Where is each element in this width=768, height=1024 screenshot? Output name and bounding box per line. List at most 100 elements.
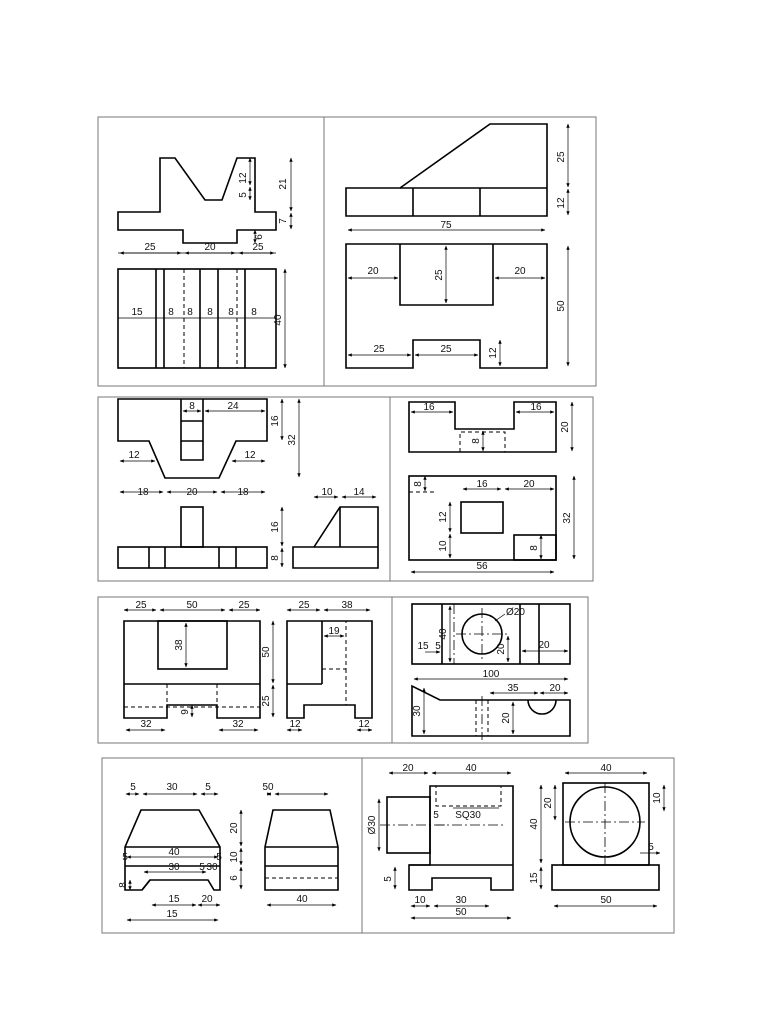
dimension-label: 20 <box>204 242 216 253</box>
dimension-label: 5 <box>238 192 249 198</box>
dimension-label: 21 <box>278 178 289 190</box>
dimension-label: 50 <box>262 782 274 793</box>
dimension-label: 50 <box>261 646 272 658</box>
dimension-label: 25 <box>252 242 264 253</box>
dimension-label: 20 <box>543 797 554 809</box>
dimension-label: 100 <box>483 669 500 680</box>
dimension-label: 12 <box>238 172 249 184</box>
dimension-label: 10 <box>414 895 426 906</box>
dimension-label: 50 <box>186 600 198 611</box>
dimension-label: 10 <box>321 487 333 498</box>
dimension-label: 8 <box>228 307 234 318</box>
dimension-label: 5 <box>383 876 394 882</box>
dimension-label: 40 <box>168 847 180 858</box>
dimension-label: 12 <box>289 719 301 730</box>
dimension-label: 8 <box>189 401 195 412</box>
top-view <box>117 506 268 569</box>
dimension-label: 16 <box>476 479 488 490</box>
dimension-label: 18 <box>137 487 149 498</box>
dimension-label: 15 <box>131 307 143 318</box>
dimension-label: 20 <box>549 683 561 694</box>
dimension-label: 32 <box>232 719 244 730</box>
dimension-label: 30 <box>412 705 423 717</box>
dimension-label: 5 <box>435 641 441 652</box>
dimension-label: 20 <box>229 822 240 834</box>
dimension-label: 30 <box>166 782 178 793</box>
panel-frame <box>361 757 675 934</box>
dimension-label: 15 <box>168 894 180 905</box>
front-view <box>123 620 261 719</box>
dimension-label: 50 <box>455 907 467 918</box>
dimension-label: 32 <box>287 434 298 446</box>
dimension-label: 40 <box>438 628 449 640</box>
dimension-label: 25 <box>434 269 445 281</box>
dimension-label: 30 <box>206 862 218 873</box>
dimension-label: 5 <box>433 810 439 821</box>
dimension-label: 25 <box>238 600 250 611</box>
dimension-label: 12 <box>244 450 256 461</box>
dimension-label: 40 <box>600 763 612 774</box>
panel-frame <box>101 757 363 934</box>
dimension-label: Ø20 <box>506 607 525 618</box>
dimension-label: 56 <box>476 561 488 572</box>
dimension-label: 7 <box>278 218 289 224</box>
dimension-label: 25 <box>373 344 385 355</box>
front-view <box>380 785 514 891</box>
dimension-label: 20 <box>514 266 526 277</box>
exercise-3-right: Ø20 15 5 40 20 20 100 35 20 30 20 <box>391 596 589 744</box>
dimension-label: 32 <box>140 719 152 730</box>
dimension-label: 32 <box>562 512 573 524</box>
dimension-label: 8 <box>118 882 129 888</box>
dimension-label: 25 <box>298 600 310 611</box>
exercise-2-right: 16 16 20 8 8 16 20 12 10 32 8 56 <box>389 396 594 582</box>
front-view <box>117 398 268 479</box>
dimensions: 75 25 12 20 25 20 50 25 25 12 <box>347 123 570 367</box>
dimensions: 25 20 25 12 5 21 7 6 15 8 8 8 8 8 40 <box>118 157 293 369</box>
dimension-label: 20 <box>367 266 379 277</box>
side-view <box>292 506 379 569</box>
dimension-label: 5 <box>205 782 211 793</box>
dimensions: 25 50 25 25 38 38 50 19 25 9 32 32 12 12 <box>123 600 373 732</box>
dimension-label: 14 <box>353 487 365 498</box>
dimension-label: 38 <box>174 639 185 651</box>
side-view <box>264 809 339 891</box>
dimensions: 8 24 16 32 12 12 18 20 18 16 8 10 14 <box>119 398 377 568</box>
dimension-label: 19 <box>328 626 340 637</box>
exercise-1-left: 25 20 25 12 5 21 7 6 15 8 8 8 8 8 40 <box>97 116 325 387</box>
dimension-label: 8 <box>270 555 281 561</box>
dimension-label: 30 <box>455 895 467 906</box>
dimension-label: 38 <box>341 600 353 611</box>
dimension-label: 15 <box>166 909 178 920</box>
dimension-label: 10 <box>229 851 240 863</box>
exercise-2-left: 8 24 16 32 12 12 18 20 18 16 8 10 14 <box>97 396 391 582</box>
top-view <box>408 475 557 561</box>
dimension-label: 35 <box>507 683 519 694</box>
dimension-label: 20 <box>538 640 550 651</box>
dimension-label: 20 <box>186 487 198 498</box>
front-view <box>411 684 571 740</box>
dimension-label: 16 <box>423 402 435 413</box>
dimension-label: 5 <box>216 852 222 863</box>
dimensions: 20 40 Ø30 5 SQ30 5 10 30 50 40 20 40 10 … <box>367 763 666 920</box>
dimension-label: 12 <box>358 719 370 730</box>
dimension-label: 5 <box>130 782 136 793</box>
dimension-label: 40 <box>273 314 284 326</box>
dimension-label: 25 <box>261 695 272 707</box>
dimension-label: 8 <box>187 307 193 318</box>
dimension-label: 50 <box>556 300 567 312</box>
dimensions: 16 16 20 8 8 16 20 12 10 32 8 56 <box>410 401 576 574</box>
dimension-label: 15 <box>529 872 540 884</box>
dimensions: Ø20 15 5 40 20 20 100 35 20 30 20 <box>412 605 569 735</box>
dimension-label: 40 <box>296 894 308 905</box>
dimension-label: 75 <box>440 220 452 231</box>
dimension-label: 25 <box>135 600 147 611</box>
dimension-label: 12 <box>488 347 499 359</box>
dimension-label: 8 <box>207 307 213 318</box>
dimension-label: 18 <box>237 487 249 498</box>
dimension-label: 9 <box>180 709 191 715</box>
exercise-4-left: 5 30 5 20 5 30 5 40 5 30 10 8 6 15 20 15… <box>101 757 363 934</box>
dimension-label: 5 <box>648 842 654 853</box>
top-view <box>411 603 571 665</box>
exercise-1-right: 75 25 12 20 25 20 50 25 25 12 <box>323 116 597 387</box>
